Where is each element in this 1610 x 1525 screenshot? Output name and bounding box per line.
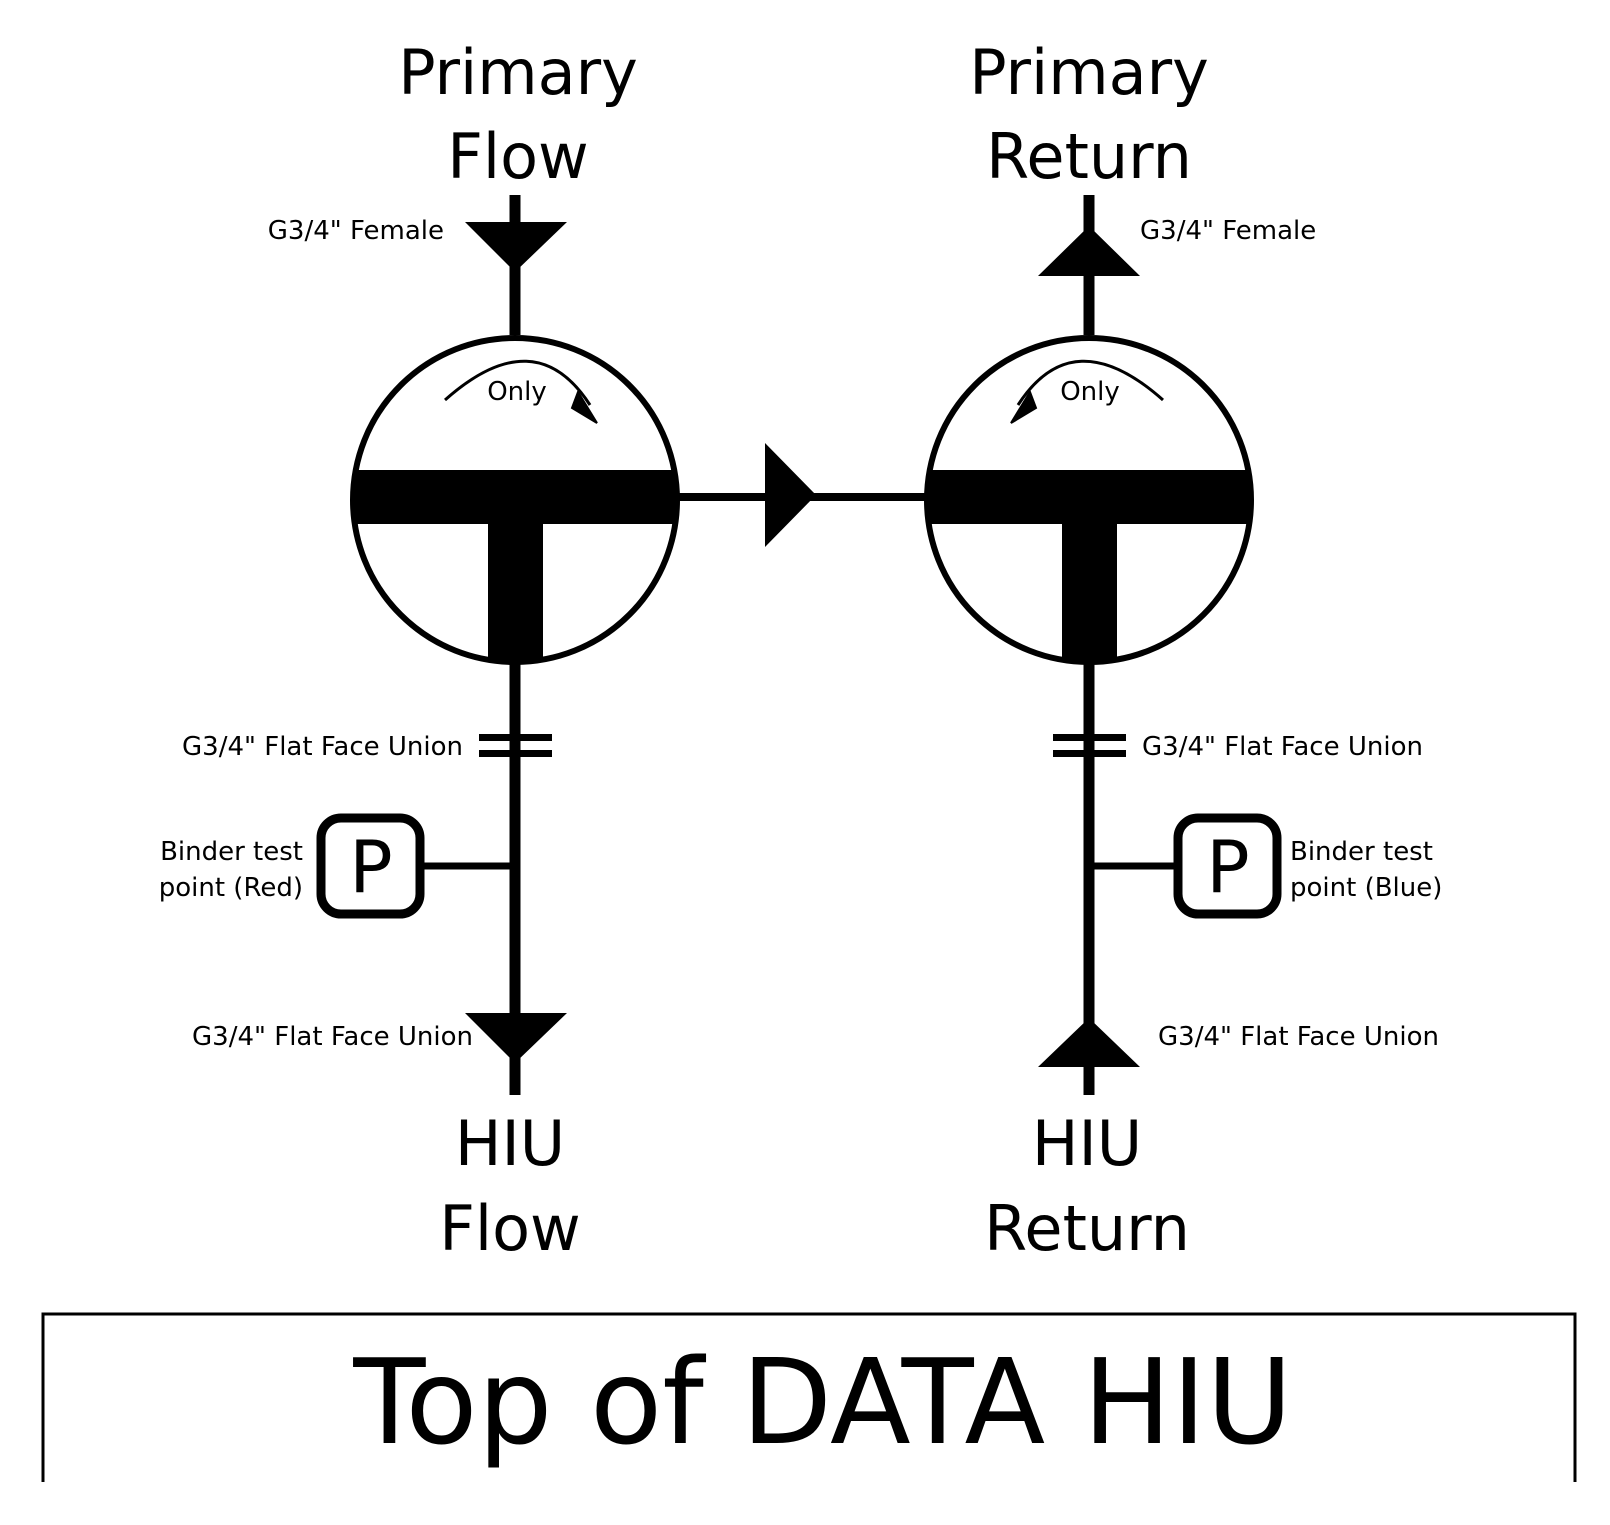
test-point-blue-symbol: P bbox=[1206, 825, 1249, 909]
flow-direction-arrow-icon bbox=[1038, 226, 1140, 276]
test-point-red-box bbox=[316, 813, 425, 919]
pressure-test-point-icon: P bbox=[1173, 813, 1282, 919]
primary-return-line1: Primary bbox=[969, 36, 1209, 109]
test-point-red-label-line2: point (Red) bbox=[159, 873, 303, 903]
flow-direction-arrow-icon bbox=[1038, 1018, 1140, 1067]
rotation-arrow bbox=[1016, 359, 1164, 406]
flow-direction-arrow-icon bbox=[465, 1013, 567, 1063]
union-left-upper-label: G3/4" Flat Face Union bbox=[182, 732, 463, 762]
union-right-upper-label: G3/4" Flat Face Union bbox=[1142, 732, 1423, 762]
union-left-lower-label: G3/4" Flat Face Union bbox=[192, 1022, 473, 1052]
rotation-arrow bbox=[444, 359, 592, 406]
female-right-label: G3/4" Female bbox=[1140, 216, 1316, 246]
rotation-arrowhead bbox=[570, 389, 598, 424]
valve-left-note: Only bbox=[487, 377, 547, 407]
hiu-flow-line1: HIU bbox=[455, 1107, 565, 1180]
flat-face-union-icon bbox=[1053, 734, 1126, 757]
flow-arrows bbox=[465, 222, 1140, 1067]
hiu-return-line2: Return bbox=[984, 1192, 1190, 1265]
test-point-blue-label-line2: point (Blue) bbox=[1290, 873, 1442, 903]
three-way-ball-valve-icon: Only bbox=[350, 335, 680, 665]
test-point-blue-label-line1: Binder test bbox=[1290, 837, 1433, 867]
primary-return-line2: Return bbox=[986, 120, 1192, 193]
footer-banner: Top of DATA HIU bbox=[41, 1312, 1577, 1482]
footer-frame bbox=[41, 1312, 1577, 1482]
female-left-label: G3/4" Female bbox=[268, 216, 444, 246]
rotation-arrowhead bbox=[1010, 389, 1038, 424]
footer-title: Top of DATA HIU bbox=[352, 1333, 1292, 1471]
test-point-red-symbol: P bbox=[349, 825, 392, 909]
three-way-ball-valve-icon: Only bbox=[924, 335, 1254, 665]
valve-bore-horizontal bbox=[927, 470, 1251, 524]
valve-bore-vertical bbox=[1062, 520, 1117, 662]
flow-direction-arrow-icon bbox=[465, 222, 567, 272]
hiu-return-line1: HIU bbox=[1032, 1107, 1142, 1180]
primary-flow-line1: Primary bbox=[398, 36, 638, 109]
primary-flow-line2: Flow bbox=[447, 120, 589, 193]
flow-direction-arrow-icon bbox=[765, 443, 816, 547]
hiu-flow-line2: Flow bbox=[439, 1192, 581, 1265]
valve-right-note: Only bbox=[1060, 377, 1120, 407]
test-point-red-label-line1: Binder test bbox=[160, 837, 303, 867]
valve-bore-horizontal bbox=[353, 470, 677, 524]
test-point-blue-box bbox=[1173, 813, 1282, 919]
valve-bore-vertical bbox=[488, 520, 543, 662]
flat-face-union-icon bbox=[479, 734, 552, 757]
union-right-lower-label: G3/4" Flat Face Union bbox=[1158, 1022, 1439, 1052]
pressure-test-point-icon: P bbox=[316, 813, 425, 919]
